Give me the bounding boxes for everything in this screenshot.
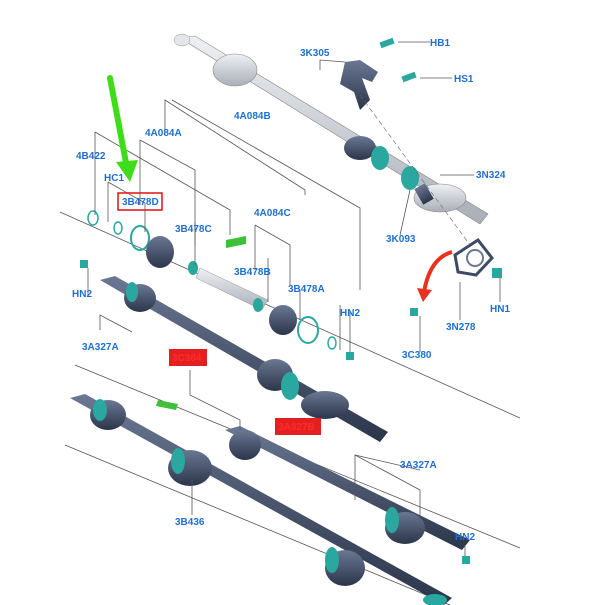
fourth-driveshaft [70,394,452,605]
label-3b478d: 3B478D [122,197,159,208]
label-3a327a-right: 3A327A [400,460,437,471]
label-3k093: 3K093 [386,234,416,245]
leader-lines [87,41,501,556]
label-3b436: 3B436 [175,517,205,528]
label-hb1: HB1 [430,38,450,49]
label-hn1: HN1 [490,304,510,315]
upper-driveshaft-light [173,33,489,225]
third-driveshaft [225,426,470,564]
label-hn2-upper: HN2 [72,289,92,300]
bracket-3k305 [340,37,417,110]
label-3b478c: 3B478C [175,224,212,235]
label-4a084a: 4A084A [145,128,182,139]
second-driveshaft [100,276,388,442]
label-hc1: HC1 [104,173,124,184]
label-3n278: 3N278 [446,322,476,333]
label-3k305: 3K305 [300,48,330,59]
label-hn2-lower: HN2 [455,532,475,543]
middle-component-row [80,210,354,360]
label-3a327a-left: 3A327A [82,342,119,353]
bearing-bracket-3n278 [410,183,502,316]
label-3c380: 3C380 [402,350,432,361]
label-3b478b: 3B478B [234,267,271,278]
curved-arrow-icon [417,250,453,302]
label-4a084b: 4A084B [234,111,271,122]
label-hs1: HS1 [454,74,474,85]
label-4b422: 4B422 [76,151,106,162]
highlight-box-3c384 [169,349,207,366]
arrow-down-left-icon [107,75,138,182]
boot-clamp-3c384 [156,400,178,410]
label-3n324: 3N324 [476,170,506,181]
label-3a327b: 3A327B [278,422,315,433]
label-hn2-middle: HN2 [340,308,360,319]
label-3b478a: 3B478A [288,284,325,295]
highlight-box-3a327b [275,418,321,435]
label-4a084c: 4A084C [254,208,291,219]
label-3c384: 3C384 [172,353,202,364]
highlight-box-3b478d [117,192,163,211]
